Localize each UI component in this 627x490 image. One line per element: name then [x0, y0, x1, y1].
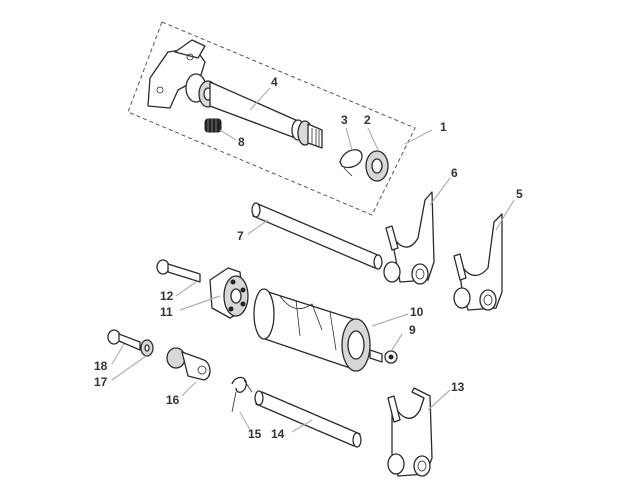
part-9-star-gear[interactable]	[384, 350, 398, 364]
callout-3: 3	[341, 113, 348, 127]
callout-13: 13	[451, 380, 465, 394]
callout-18: 18	[94, 359, 108, 373]
part-15-torsion-spring[interactable]	[231, 376, 253, 413]
callout-11: 11	[160, 305, 173, 319]
part-14-rod[interactable]	[254, 390, 362, 448]
leader-3	[345, 127, 353, 151]
leader-11	[179, 295, 221, 311]
leader-9	[391, 333, 403, 351]
part-4-shaft-assembly[interactable]	[147, 39, 323, 149]
callout-5: 5	[516, 187, 523, 201]
callout-17: 17	[94, 375, 108, 389]
callout-labels: 1 2 3 4 5 6 7 8 9 10 11 12 13 14 15 16 1…	[94, 75, 523, 441]
leader-12	[175, 281, 197, 297]
part-17-washer[interactable]	[140, 339, 154, 357]
part-10-shift-drum[interactable]	[253, 288, 383, 372]
callout-7: 7	[237, 229, 244, 243]
leader-13	[427, 389, 451, 411]
callout-6: 6	[451, 166, 458, 180]
callout-16: 16	[166, 393, 180, 407]
part-18-bolt[interactable]	[107, 329, 141, 351]
callout-12: 12	[160, 289, 174, 303]
leader-14	[291, 419, 313, 433]
leader-7	[247, 219, 269, 235]
callout-15: 15	[248, 427, 262, 441]
callout-1: 1	[440, 120, 447, 134]
part-7-rod[interactable]	[251, 202, 383, 270]
leader-17	[111, 355, 147, 381]
part-3-clip[interactable]	[339, 149, 363, 177]
callout-2: 2	[364, 113, 371, 127]
leader-18	[111, 343, 125, 365]
assembly-boundary	[127, 21, 416, 216]
leader-lines	[111, 87, 515, 433]
callout-9: 9	[409, 323, 416, 337]
leader-4	[249, 87, 271, 111]
leader-15	[239, 411, 251, 431]
callout-4: 4	[271, 75, 278, 89]
part-8-spring[interactable]	[204, 118, 222, 133]
leader-6	[429, 177, 451, 206]
part-5-shift-fork[interactable]	[453, 213, 503, 311]
leader-8	[219, 129, 237, 141]
part-16-stopper-lever[interactable]	[166, 347, 211, 381]
part-6-shift-fork[interactable]	[383, 191, 435, 285]
callout-10: 10	[410, 305, 424, 319]
part-13-shift-fork[interactable]	[387, 387, 433, 477]
part-12-bolt[interactable]	[156, 259, 201, 283]
callout-14: 14	[271, 427, 285, 441]
leader-16	[181, 381, 197, 397]
leader-2	[367, 127, 379, 151]
part-2-washer[interactable]	[365, 150, 389, 182]
leader-1	[404, 129, 433, 145]
part-11-segment-plate[interactable]	[209, 267, 249, 319]
leader-10	[371, 313, 409, 327]
leader-5	[495, 199, 515, 231]
callout-8: 8	[238, 135, 245, 149]
